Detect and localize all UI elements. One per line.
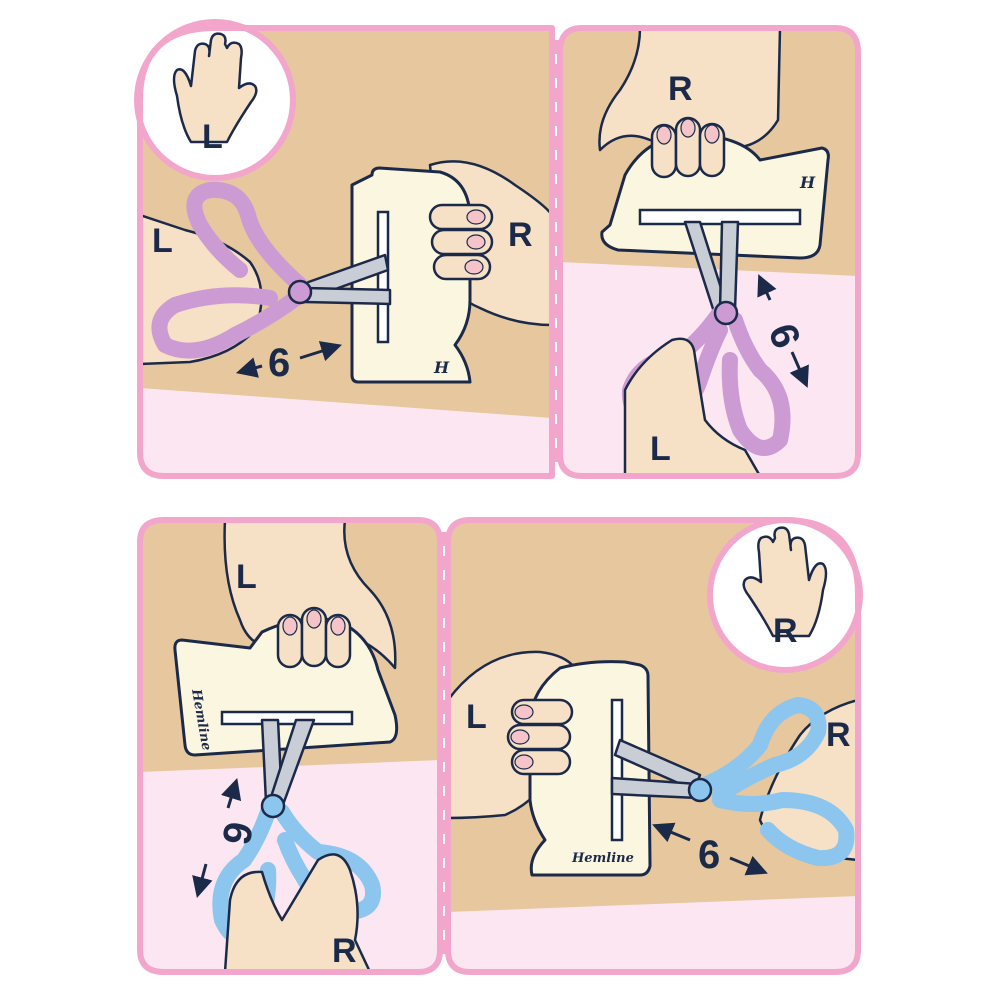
panel-top-right-frame bbox=[557, 25, 861, 479]
panel-bottom-left: Hemline 6 L bbox=[137, 517, 443, 975]
scissors bbox=[610, 697, 855, 867]
floor-area bbox=[140, 388, 552, 476]
panel-bottom-right-scene: Hemline 6 L bbox=[448, 520, 858, 972]
holder-hand-label: R bbox=[668, 70, 693, 108]
holder-hand-label: R bbox=[508, 216, 533, 254]
stroke-count: 6 bbox=[268, 341, 290, 385]
scissors bbox=[212, 718, 381, 946]
scissor-hand bbox=[223, 853, 372, 972]
stroke-arrow-right bbox=[299, 341, 343, 362]
sharpener-slot bbox=[220, 710, 354, 726]
brand-mark: H bbox=[799, 173, 816, 192]
scissor-handle-upper bbox=[186, 181, 308, 293]
scissor-pivot bbox=[713, 300, 739, 326]
brand-name: Hemline bbox=[571, 851, 634, 866]
scissor-handle-lower bbox=[151, 287, 308, 359]
scissor-pivot bbox=[687, 777, 713, 803]
panel-top-right-scene: H 6 R bbox=[560, 28, 858, 476]
panel-top-left: H 6 bbox=[134, 19, 555, 479]
hand-icon bbox=[172, 32, 258, 144]
scissor-pivot bbox=[260, 793, 286, 819]
stroke-arrow-down bbox=[789, 351, 809, 388]
panel-top-left-frame bbox=[137, 25, 555, 479]
scissor-pivot bbox=[287, 279, 313, 305]
scissor-handle-right bbox=[274, 804, 381, 920]
sharpener-slot bbox=[376, 210, 390, 344]
scissors bbox=[151, 181, 392, 359]
panel-bottom-right: Hemline 6 L bbox=[445, 517, 863, 975]
scissor-hand-label: L bbox=[650, 430, 671, 468]
hand-badge: R bbox=[707, 517, 863, 673]
scissor-hand bbox=[623, 337, 762, 476]
panel-top-left-scene: H 6 bbox=[140, 28, 552, 476]
panel-bottom-left-scene: Hemline 6 L bbox=[140, 520, 440, 972]
scissor-handle-right bbox=[721, 312, 791, 456]
scissor-hand-label: R bbox=[826, 716, 851, 754]
holding-fingers bbox=[428, 203, 494, 281]
holding-fingers bbox=[276, 606, 352, 669]
holding-fingers bbox=[650, 116, 726, 179]
scissor-blade-lower bbox=[303, 286, 392, 306]
scissor-hand-label: R bbox=[332, 932, 357, 970]
stroke-arrow-down bbox=[192, 863, 213, 899]
hand-badge-label: L bbox=[202, 118, 223, 156]
stroke-arrow-left bbox=[235, 357, 263, 378]
holding-fingers bbox=[506, 698, 574, 776]
stroke-arrow-up bbox=[221, 777, 242, 809]
brand-mark: H bbox=[433, 358, 450, 377]
sharpener-slot bbox=[610, 698, 624, 842]
scissor-blade-right bbox=[718, 220, 740, 312]
floor-area bbox=[448, 896, 858, 972]
scissor-hand-label: L bbox=[152, 222, 173, 260]
hand-badge: L bbox=[134, 19, 296, 181]
sharpener-slot bbox=[638, 208, 802, 226]
scissor-handle-upper bbox=[697, 697, 827, 803]
panel-bottom-left-frame bbox=[137, 517, 443, 975]
stroke-count: 6 bbox=[698, 833, 720, 877]
stroke-arrow-up bbox=[757, 274, 777, 301]
stroke-arrow-right bbox=[729, 855, 768, 876]
holder-hand-label: L bbox=[236, 558, 257, 596]
stroke-arrow-left bbox=[652, 822, 691, 843]
panel-top-right: H 6 R bbox=[557, 25, 861, 479]
hand-icon bbox=[742, 526, 828, 638]
hand-badge-label: R bbox=[773, 612, 798, 650]
panel-bottom-right-frame bbox=[445, 517, 861, 975]
scissor-handle-lower bbox=[712, 792, 855, 867]
holder-hand-label: L bbox=[466, 698, 487, 736]
